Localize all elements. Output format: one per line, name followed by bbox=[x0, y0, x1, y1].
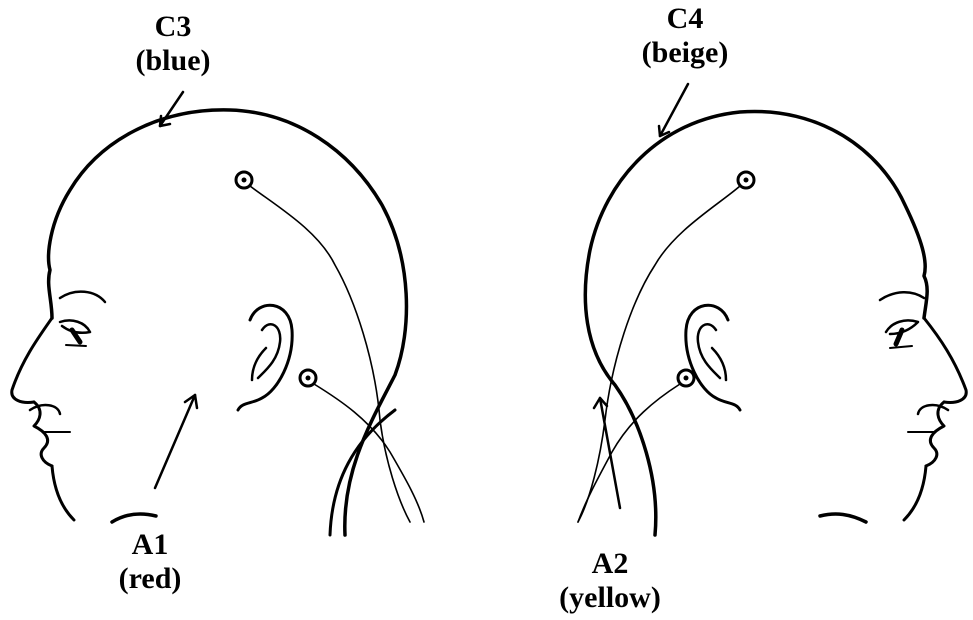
left-head-nose bbox=[12, 318, 52, 403]
label-a2: A2 (yellow) bbox=[540, 547, 680, 615]
left-head-neck-back bbox=[330, 410, 395, 535]
label-a2-name: A2 bbox=[540, 547, 680, 581]
right-head-skull-outline bbox=[585, 111, 927, 535]
right-head-jaw bbox=[820, 514, 866, 522]
left-head-ear-inner bbox=[252, 324, 280, 380]
label-c3-name: C3 bbox=[118, 10, 228, 44]
arrow-a1 bbox=[155, 395, 195, 488]
right-head-chin bbox=[904, 466, 926, 520]
left-head-wire-ear bbox=[314, 384, 424, 522]
left-head-wire-top bbox=[250, 186, 410, 522]
right-head-lips bbox=[926, 402, 944, 466]
left-head-skull-outline bbox=[49, 110, 407, 535]
left-head-lips bbox=[34, 402, 52, 466]
left-head-brow bbox=[60, 292, 105, 302]
right-head-nose bbox=[924, 318, 966, 403]
left-head-nostril bbox=[30, 405, 60, 414]
label-a1-name: A1 bbox=[95, 528, 205, 562]
label-a1: A1 (red) bbox=[95, 528, 205, 596]
right-head-ear bbox=[686, 305, 740, 410]
left-head-jaw bbox=[112, 514, 156, 522]
left-head-lower-lid bbox=[66, 345, 86, 346]
label-c4: C4 (beige) bbox=[625, 2, 745, 70]
arrow-a2 bbox=[600, 398, 620, 508]
right-head-brow bbox=[880, 292, 924, 300]
left-head-ear bbox=[238, 305, 292, 410]
label-c3: C3 (blue) bbox=[118, 10, 228, 78]
right-head bbox=[578, 84, 966, 535]
label-a2-color: (yellow) bbox=[540, 581, 680, 615]
arrow-c3 bbox=[160, 92, 183, 126]
right-head-lower-lid bbox=[890, 346, 912, 348]
label-a1-color: (red) bbox=[95, 562, 205, 596]
label-c3-color: (blue) bbox=[118, 44, 228, 78]
right-head-ear-inner bbox=[698, 324, 726, 380]
left-head-chin bbox=[52, 466, 74, 520]
left-head bbox=[12, 92, 424, 535]
label-c4-color: (beige) bbox=[625, 36, 745, 70]
right-head-nostril bbox=[918, 405, 948, 414]
right-head-pupil bbox=[896, 330, 902, 344]
label-c4-name: C4 bbox=[625, 2, 745, 36]
